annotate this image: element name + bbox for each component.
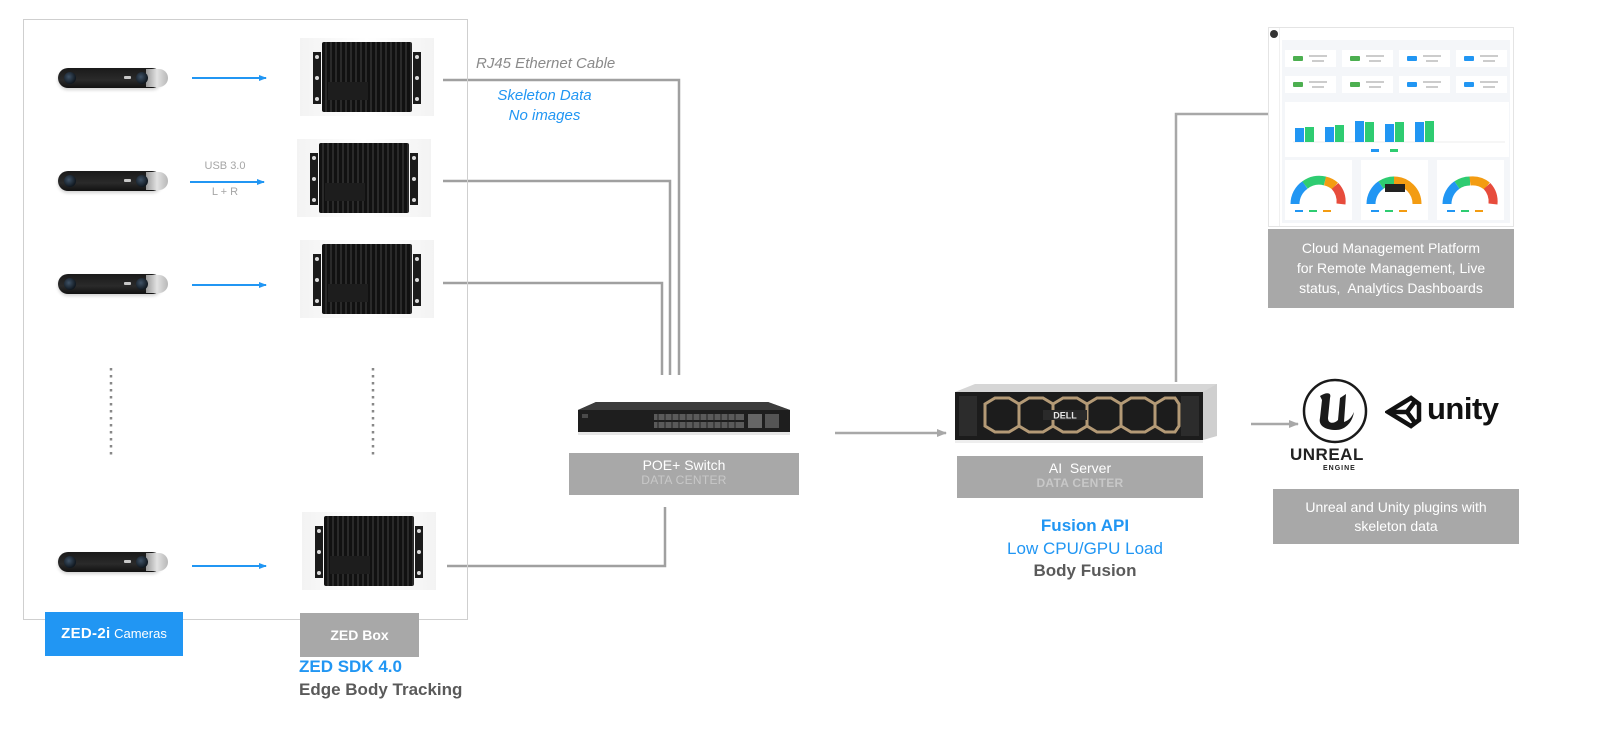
cloud-label-line-2: for Remote Management, Live [1296,260,1486,276]
cameras-label-brand: ZED-2i [61,625,111,642]
ethernet-cable-4 [447,507,667,568]
switch-label-sub: DATA CENTER [641,473,727,487]
usb-label-top: USB 3.0 [204,160,246,172]
ai-server-device: DELL [955,384,1217,443]
plugins-label-line-1: Unreal and Unity plugins with [1305,499,1487,515]
zed2i-camera-1 [58,64,170,92]
cloud-label-line-3: status, Analytics Dashboards [1299,280,1483,296]
plugins-label-line-2: skeleton data [1354,518,1438,534]
server-label-sub: DATA CENTER [1036,476,1124,490]
cloud-label-line-1: Cloud Management Platform [1301,240,1481,256]
zed2i-camera-2 [58,167,170,195]
zed2i-camera-3 [58,270,170,298]
server-label: AI Server DATA CENTER [957,456,1203,498]
sdk-subtitle: Edge Body Tracking [299,680,463,699]
fusion-caption: Fusion API Low CPU/GPU Load Body Fusion [960,515,1210,582]
zed2i-camera-4 [58,548,170,576]
switch-label-title: POE+ Switch [642,457,726,473]
server-to-cloud-arrow [1174,110,1289,382]
payload-line-1: Skeleton Data [497,87,592,104]
dashboard-sidebar [1269,28,1280,226]
dashboard-main [1282,40,1510,223]
unreal-wordmark: UNREAL [1290,445,1364,464]
fusion-line-3: Body Fusion [1033,561,1137,580]
unreal-engine-logo-icon [1302,378,1368,444]
cable-label: RJ45 Ethernet Cable [476,55,616,72]
unreal-wordmark-sub: ENGINE [1323,465,1356,472]
zed-box-device-4 [302,512,436,590]
ethernet-cable-2 [443,179,672,375]
switch-label: POE+ Switch DATA CENTER [569,453,799,495]
zed-box-device-3 [300,240,434,318]
poe-switch-device [578,402,790,435]
sdk-title: ZED SDK 4.0 [299,657,402,676]
unity-logo-icon [1385,395,1422,429]
usb-label-bottom: L + R [211,186,239,198]
ethernet-cable-1 [443,78,681,375]
zed-box-label: ZED Box [300,613,419,657]
dashboard-gauge-1 [1285,160,1352,220]
zed-box-device-1 [300,38,434,116]
dashboard-gauge-2 [1361,160,1428,220]
dashboard-thumbnail [1268,27,1514,227]
cameras-label: ZED-2i Cameras [45,612,183,656]
payload-line-2: No images [508,107,581,124]
cameras-label-rest: Cameras [110,626,167,641]
plugins-label: Unreal and Unity plugins with skeleton d… [1273,489,1519,544]
unity-wordmark: unity [1427,391,1499,426]
dashboard-gauge-3 [1437,160,1504,220]
dashboard-bar-chart [1285,102,1509,157]
fusion-title: Fusion API [1040,516,1130,535]
server-label-title: AI Server [1048,460,1112,476]
ethernet-cable-3 [443,281,664,375]
payload-label: Skeleton Data No images [482,86,607,126]
server-brand-mark: DELL [1053,411,1077,421]
edge-group-frame [23,19,468,620]
zed-box-device-2 [297,139,431,217]
cloud-platform-label: Cloud Management Platform for Remote Man… [1268,229,1514,308]
fusion-line-2: Low CPU/GPU Load [1007,539,1163,558]
